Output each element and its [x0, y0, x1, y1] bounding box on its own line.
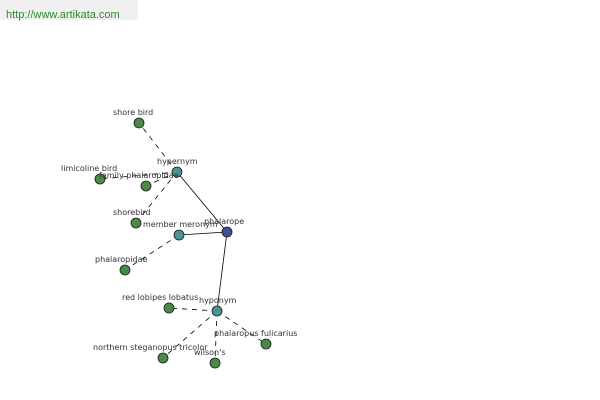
node-root-phalarope[interactable] [221, 226, 233, 238]
edge-root-hyponym [216, 231, 228, 312]
edge-hypernym-shore-bird [138, 122, 178, 173]
edge-hypernym-limicoline-bird [99, 171, 178, 180]
node-relation-member-meronym[interactable] [173, 229, 185, 241]
node-leaf-phalaropus-fulicarius[interactable] [260, 338, 272, 350]
label-leaf-phalaropidae[interactable]: phalaropidae [95, 255, 147, 264]
edge-hyponym-northern-steganopus-tricolor [162, 310, 218, 359]
node-leaf-shorebird[interactable] [130, 217, 142, 229]
site-url-link[interactable]: http://www.artikata.com [6, 9, 120, 21]
label-leaf-northern-steganopus-tricolor[interactable]: northern steganopus tricolor [93, 343, 208, 352]
edge-hyponym-wilson-s [214, 310, 218, 364]
label-leaf-limicoline-bird[interactable]: limicoline bird [61, 164, 117, 173]
node-relation-hyponym[interactable] [211, 305, 223, 317]
edges-layer [99, 122, 267, 364]
url-bar: http://www.artikata.com [0, 0, 138, 21]
label-leaf-shorebird[interactable]: shorebird [113, 208, 151, 217]
edge-root-hypernym [176, 171, 228, 233]
edge-root-member-meronym [178, 231, 228, 236]
label-leaf-family-phalaropidae[interactable]: family phalaropidae [99, 171, 179, 180]
label-relation-hypernym[interactable]: hypernym [157, 157, 198, 166]
label-leaf-wilson-s[interactable]: wilson's [194, 348, 226, 357]
nodes-layer [94, 117, 272, 369]
label-root-phalarope[interactable]: phalarope [204, 217, 244, 226]
label-leaf-red-lobipes-lobatus[interactable]: red lobipes lobatus [122, 293, 198, 302]
node-leaf-wilson-s[interactable] [209, 357, 221, 369]
label-relation-member-meronym[interactable]: member meronym [143, 220, 218, 229]
node-leaf-red-lobipes-lobatus[interactable] [163, 302, 175, 314]
edge-hypernym-shorebird [135, 171, 178, 224]
node-relation-hypernym[interactable] [171, 166, 183, 178]
label-relation-hyponym[interactable]: hyponym [199, 296, 237, 305]
node-leaf-shore-bird[interactable] [133, 117, 145, 129]
label-leaf-shore-bird[interactable]: shore bird [113, 108, 153, 117]
edge-member-meronym-phalaropidae [124, 234, 180, 271]
node-leaf-family-phalaropidae[interactable] [140, 180, 152, 192]
node-leaf-northern-steganopus-tricolor[interactable] [157, 352, 169, 364]
label-leaf-phalaropus-fulicarius[interactable]: phalaropus fulicarius [214, 329, 297, 338]
node-leaf-phalaropidae[interactable] [119, 264, 131, 276]
edge-hyponym-phalaropus-fulicarius [216, 310, 267, 345]
node-leaf-limicoline-bird[interactable] [94, 173, 106, 185]
edge-hyponym-red-lobipes-lobatus [168, 307, 218, 312]
